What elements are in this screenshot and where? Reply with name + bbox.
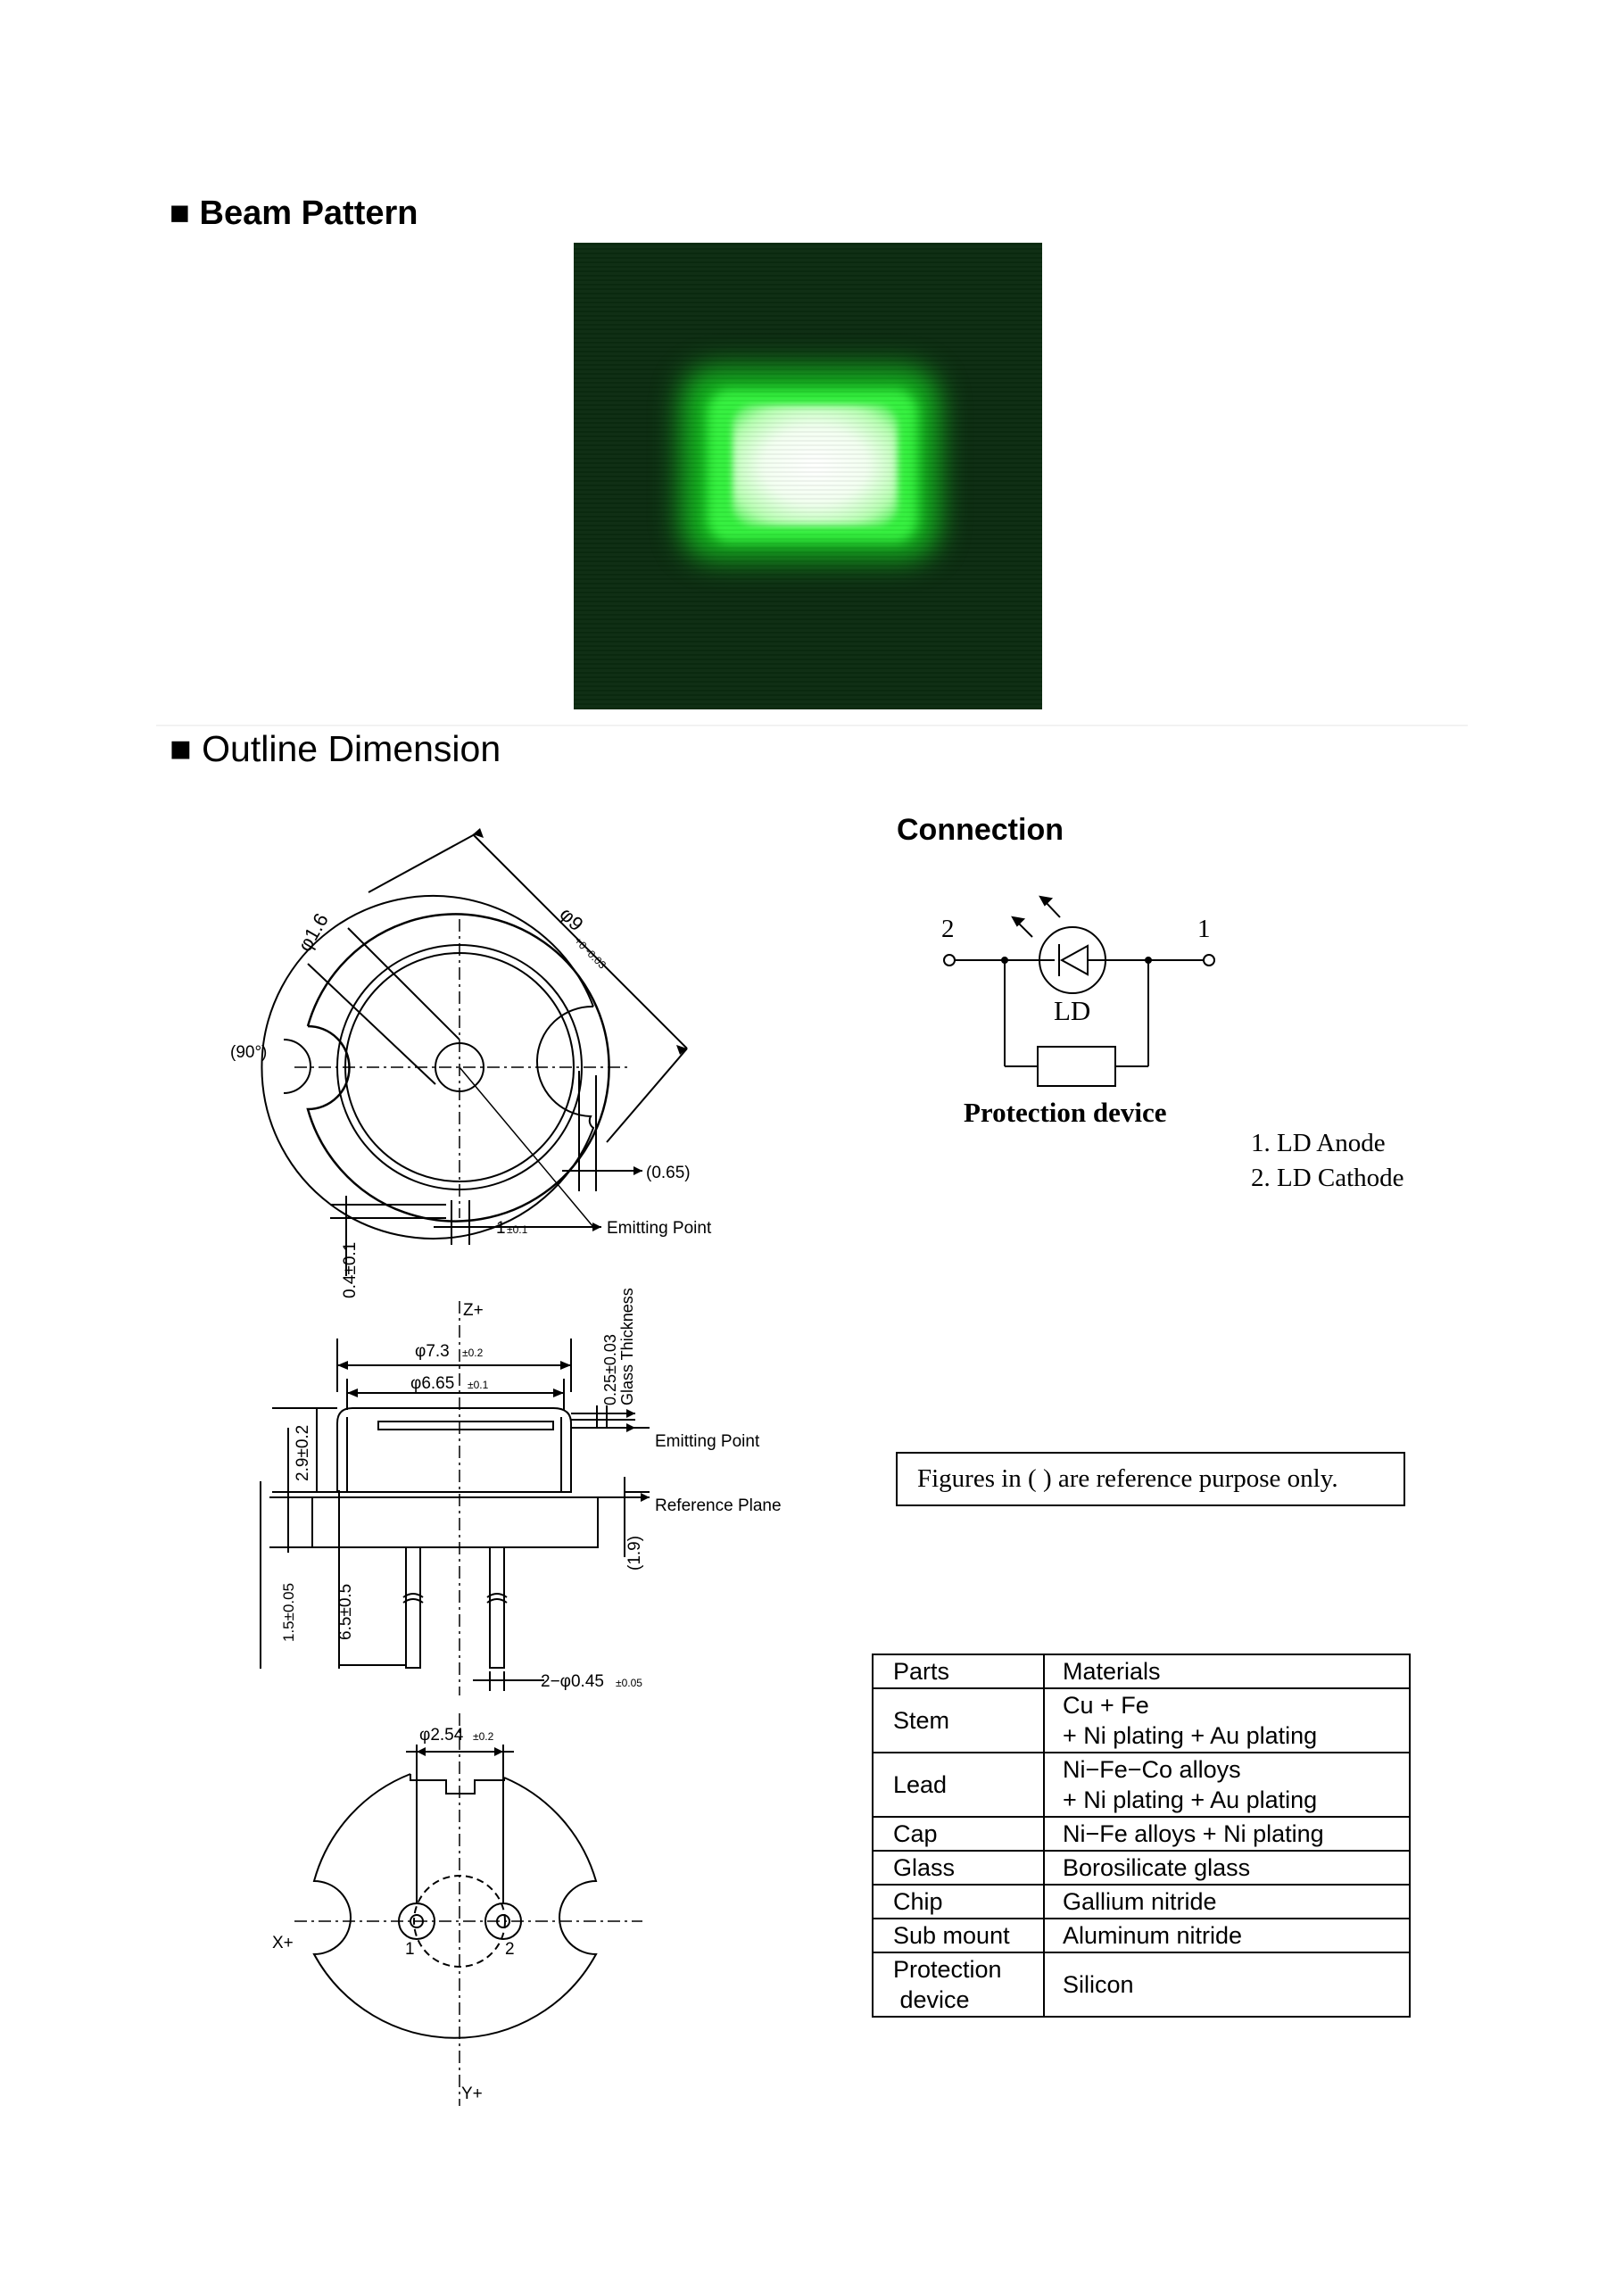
materials-table: Parts Materials Stem Cu + Fe + Ni platin… <box>872 1654 1411 2018</box>
table-row: Glass Borosilicate glass <box>872 1850 1411 1886</box>
dim-window-dia-tol: ±0.1 <box>468 1379 489 1391</box>
label-y-axis: Y+ <box>461 2085 483 2103</box>
label-reference-plane: Reference Plane <box>655 1496 782 1515</box>
dim-lead-dia: 2−φ0.45 <box>541 1672 604 1691</box>
pin-list-item: 2. LD Cathode <box>1251 1164 1404 1192</box>
material-line: + Ni plating + Au plating <box>1063 1786 1318 1813</box>
table-row: Sub mount Aluminum nitride <box>872 1918 1411 1953</box>
pin-list-item: 1. LD Anode <box>1251 1129 1386 1157</box>
material-cell: Aluminum nitride <box>1043 1918 1411 1953</box>
part-cell: Lead <box>872 1752 1045 1818</box>
label-pin-1: 1 <box>405 1940 415 1959</box>
beam-pattern-title: ■ Beam Pattern <box>170 195 418 232</box>
material-cell: Ni−Fe alloys + Ni plating <box>1043 1816 1411 1852</box>
material-line: + Ni plating + Au plating <box>1063 1722 1318 1749</box>
dim-base-height: (1.9) <box>625 1536 644 1571</box>
header-parts: Parts <box>872 1654 1045 1689</box>
table-header-row: Parts Materials <box>872 1654 1411 1689</box>
dim-window-dia: φ6.65 <box>410 1374 454 1393</box>
part-cell: Glass <box>872 1850 1045 1886</box>
label-glass-thickness: Glass Thickness <box>618 1288 636 1405</box>
table-row: Protection device Silicon <box>872 1952 1411 2018</box>
dim-flange: 1.5±0.05 <box>280 1583 297 1642</box>
material-line: Ni−Fe−Co alloys <box>1063 1756 1241 1783</box>
bottom-view <box>294 1713 642 2106</box>
label-x-axis: X+ <box>272 1934 294 1952</box>
material-cell: Borosilicate glass <box>1043 1850 1411 1886</box>
dim-cap-dia: φ7.3 <box>415 1342 450 1361</box>
connection-schematic <box>943 895 1215 1087</box>
dim-top-dia: φ9 <box>555 903 587 935</box>
part-cell: Sub mount <box>872 1918 1045 1953</box>
material-line: Cu + Fe <box>1063 1692 1149 1719</box>
table-row: Chip Gallium nitride <box>872 1884 1411 1919</box>
beam-noise-overlay <box>574 243 1042 709</box>
schematic-protection-label: Protection device <box>964 1097 1167 1128</box>
part-cell: Protection device <box>872 1952 1045 2018</box>
dim-pitch-tol: ±0.2 <box>473 1730 494 1743</box>
label-pin-2: 2 <box>505 1940 515 1959</box>
dim-key-width: 1 <box>496 1219 506 1238</box>
material-cell: Silicon <box>1043 1952 1411 2018</box>
label-emitting-point-side: Emitting Point <box>655 1432 760 1451</box>
table-row: Cap Ni−Fe alloys + Ni plating <box>872 1816 1411 1852</box>
section-divider <box>156 725 1468 726</box>
schematic-pin-2: 2 <box>941 915 955 943</box>
outline-dimension-title: ■ Outline Dimension <box>170 728 501 769</box>
dim-lead-length: 6.5±0.5 <box>336 1584 355 1640</box>
connection-title: Connection <box>897 813 1064 847</box>
dim-key-depth: 0.4±0.1 <box>341 1242 360 1298</box>
material-cell: Ni−Fe−Co alloys + Ni plating + Au platin… <box>1043 1752 1411 1818</box>
part-cell: Stem <box>872 1687 1045 1753</box>
dim-pitch: φ2.54 <box>419 1726 464 1745</box>
pin-list: 1. LD Anode 2. LD Cathode <box>1251 1126 1404 1196</box>
table-row: Lead Ni−Fe−Co alloys + Ni plating + Au p… <box>872 1752 1411 1818</box>
table-row: Stem Cu + Fe + Ni plating + Au plating <box>872 1687 1411 1753</box>
beam-core <box>733 405 898 526</box>
part-line: Protection <box>893 1956 1002 1983</box>
top-view <box>261 833 688 1276</box>
label-z-axis: Z+ <box>463 1301 484 1320</box>
part-cell: Chip <box>872 1884 1045 1919</box>
header-materials: Materials <box>1043 1654 1411 1689</box>
dim-top-dia-tol: +0 -0.03 <box>572 934 609 972</box>
dim-offset: (0.65) <box>646 1164 691 1182</box>
schematic-pin-1: 1 <box>1197 915 1211 943</box>
material-cell: Gallium nitride <box>1043 1884 1411 1919</box>
material-cell: Cu + Fe + Ni plating + Au plating <box>1043 1687 1411 1753</box>
reference-note: Figures in ( ) are reference purpose onl… <box>896 1452 1405 1506</box>
dim-key-width-tol: ±0.1 <box>507 1223 528 1236</box>
beam-pattern-image <box>574 243 1042 709</box>
part-cell: Cap <box>872 1816 1045 1852</box>
label-emitting-point-top: Emitting Point <box>607 1219 712 1238</box>
dim-height: 2.9±0.2 <box>294 1425 312 1481</box>
dim-angle: (90°) <box>230 1043 267 1062</box>
dim-cap-dia-tol: ±0.2 <box>462 1347 484 1359</box>
side-view <box>260 1301 650 1695</box>
part-line: device <box>893 1986 970 2013</box>
dim-glass-thickness: 0.25±0.03 <box>601 1334 619 1405</box>
dim-lead-dia-tol: ±0.05 <box>616 1677 642 1689</box>
schematic-ld-label: LD <box>1054 995 1090 1026</box>
